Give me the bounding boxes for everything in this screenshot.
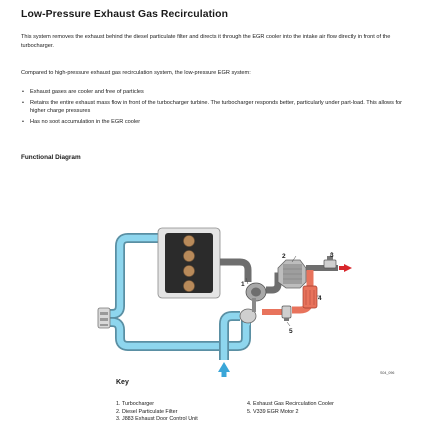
intake-air-path: [106, 233, 251, 377]
key-list-left: 1. Turbocharger 2. Diesel Particulate Fi…: [116, 401, 198, 424]
engine-block: [157, 227, 221, 299]
page-title: Low-Pressure Exhaust Gas Recirculation: [21, 9, 229, 20]
intake-duct-outline: [106, 233, 158, 319]
egr-motor-2: [281, 305, 292, 321]
list-item: 1. Turbocharger: [116, 401, 155, 407]
exhaust-exit-arrow: [344, 264, 352, 272]
diesel-particulate-filter: [277, 259, 307, 289]
callout-2: 2: [282, 253, 286, 260]
intake-duct: [106, 234, 158, 318]
list-item: 2. Diesel Particulate Filter: [116, 408, 178, 415]
exhaust-pipe: [266, 272, 300, 294]
intro-paragraph: This system removes the exhaust behind t…: [21, 34, 391, 49]
callout-5: 5: [289, 328, 293, 335]
exhaust-exit-arrow-stem: [339, 266, 345, 270]
engine-cylinder: [183, 235, 195, 247]
exhaust-manifold: [220, 258, 252, 282]
exhaust-door-control-unit: [323, 256, 337, 269]
list-item: 4. Exhaust Gas Recirculation Cooler: [247, 401, 334, 407]
list-item: Exhaust gases are cooler and free of par…: [21, 88, 416, 97]
throttle-body: [97, 307, 111, 329]
key-list-right: 4. Exhaust Gas Recirculation Cooler 5. V…: [247, 401, 334, 416]
callout-3: 3: [330, 252, 334, 259]
list-item: Retains the entire exhaust mass flow in …: [21, 99, 416, 116]
engine-cylinder: [183, 280, 195, 292]
intake-duct-lower: [106, 318, 250, 350]
advantages-list: Exhaust gases are cooler and free of par…: [21, 88, 416, 128]
key-heading: Key: [116, 379, 129, 386]
diagram-heading: Functional Diagram: [21, 154, 81, 161]
engine-cylinder: [183, 265, 195, 277]
fresh-air-arrow: [218, 362, 230, 372]
list-item: 5. V339 EGR Motor 2: [247, 408, 299, 415]
list-item: Has no soot accumulation in the EGR cool…: [21, 118, 416, 127]
engine-cylinder: [183, 250, 195, 262]
turbocharger: [239, 282, 267, 324]
figure-id: S04_096: [380, 371, 394, 375]
callout-1: 1: [241, 281, 245, 288]
list-item: 3. J883 Exhaust Door Control Unit: [116, 416, 198, 423]
comparison-paragraph: Compared to high-pressure exhaust gas re…: [21, 70, 251, 76]
fresh-air-inlet: [220, 312, 240, 360]
fresh-air-arrow-stem: [221, 371, 227, 377]
callout-4: 4: [318, 295, 322, 302]
callouts: 1 2 3 4 5: [241, 251, 334, 335]
